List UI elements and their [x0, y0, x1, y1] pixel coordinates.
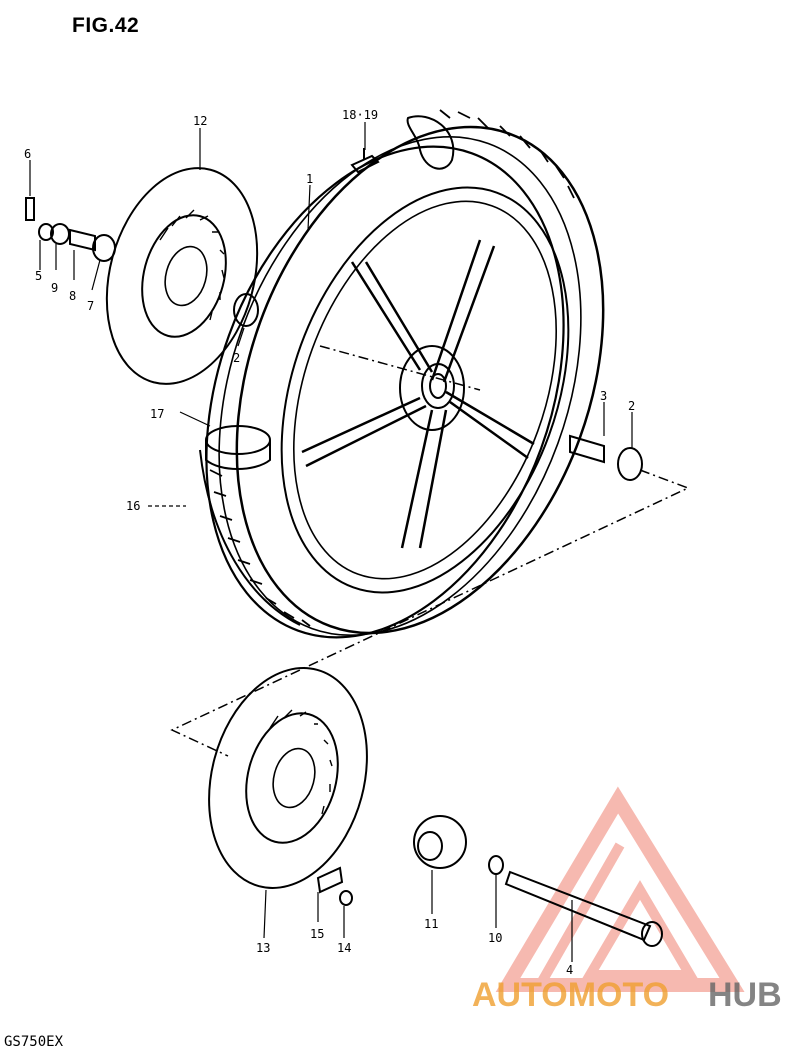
- callout-16: 16: [126, 499, 140, 513]
- wheel-rim: [280, 186, 570, 594]
- callout-2-upper: 2: [233, 351, 240, 365]
- tire: [199, 109, 605, 639]
- callout-4: 4: [566, 963, 573, 977]
- callout-1: 1: [306, 172, 313, 186]
- leader-lines: [29, 122, 633, 962]
- explode-lines: [170, 345, 690, 757]
- callout-5: 5: [35, 269, 42, 283]
- wheel-hub: [399, 345, 465, 431]
- callout-11: 11: [424, 917, 438, 931]
- watermark-text-part2: HUB: [708, 976, 782, 1014]
- callout-9: 9: [51, 281, 58, 295]
- watermark-text: AUTOMOTO HUB: [472, 976, 782, 1014]
- callout-labels: 6 12 18·19 1 5 9 8 7 2 17 3 2 16 13 15 1…: [24, 108, 635, 977]
- watermark-logo-icon: [495, 786, 745, 992]
- watermark-text-part1: AUTOMOTO: [472, 976, 669, 1014]
- callout-7: 7: [87, 299, 94, 313]
- washer: [488, 855, 504, 875]
- lock-washer: [316, 866, 353, 906]
- tube-cutaway: [205, 425, 271, 470]
- callout-18-19: 18·19: [342, 108, 378, 122]
- figure-title: FIG.42: [72, 14, 140, 37]
- spacer-right: [569, 434, 643, 481]
- callout-12: 12: [193, 114, 207, 128]
- callout-2-right: 2: [628, 399, 635, 413]
- hub-cap: [413, 815, 467, 869]
- valve-icon: [350, 148, 380, 174]
- bearing-upper: [233, 293, 259, 327]
- callout-6: 6: [24, 147, 31, 161]
- callout-14: 14: [337, 941, 351, 955]
- callout-15: 15: [310, 927, 324, 941]
- callout-17: 17: [150, 407, 164, 421]
- callout-10: 10: [488, 931, 502, 945]
- axle-spacer-parts: [25, 197, 116, 262]
- callout-3: 3: [600, 389, 607, 403]
- tube-top: [406, 115, 455, 170]
- callout-13: 13: [256, 941, 270, 955]
- model-code: GS750EX: [4, 1034, 64, 1050]
- callout-8: 8: [69, 289, 76, 303]
- front-axle: [504, 870, 663, 947]
- brake-disc-upper: [105, 167, 259, 385]
- brake-disc-lower: [208, 667, 368, 889]
